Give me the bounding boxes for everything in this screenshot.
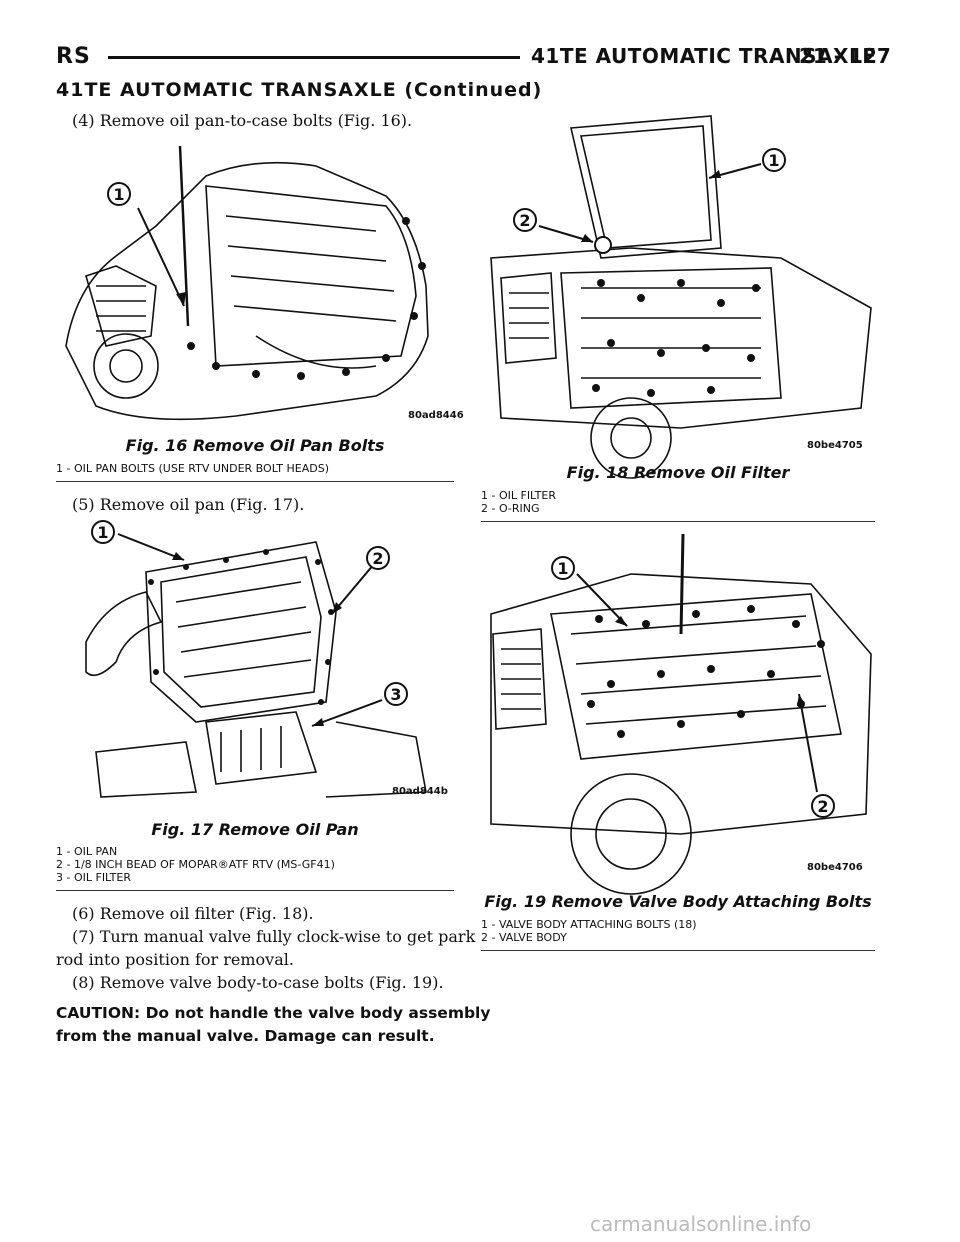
figure-17-legend-3: 3 - OIL FILTER (56, 871, 131, 884)
header-title: 41TE AUTOMATIC TRANSAXLE (531, 44, 877, 68)
fig18-callout-2: 2 (519, 211, 530, 230)
figure-19-legend-2: 2 - VALVE BODY (481, 931, 567, 944)
figure-17-legend-1: 1 - OIL PAN (56, 845, 118, 858)
section-title: 41TE AUTOMATIC TRANSAXLE (Continued) (56, 79, 543, 101)
header-rule (108, 56, 520, 59)
figure-17-illustration: 1 2 3 80ad844b (56, 520, 454, 804)
caution-line-1: CAUTION: Do not handle the valve body as… (56, 1004, 491, 1022)
figure-18-rule (481, 521, 875, 522)
figure-19-rule (481, 950, 875, 951)
figure-16-legend-1: 1 - OIL PAN BOLTS (USE RTV UNDER BOLT HE… (56, 462, 330, 475)
figure-19-illustration: 1 2 80be4706 (481, 533, 875, 895)
step-8: (8) Remove valve body-to-case bolts (Fig… (72, 973, 444, 992)
figure-19-title: Fig. 19 Remove Valve Body Attaching Bolt… (484, 892, 872, 911)
figure-16-rule (56, 481, 454, 482)
figure-16-title: Fig. 16 Remove Oil Pan Bolts (125, 436, 385, 455)
fig17-callout-1: 1 (97, 523, 108, 542)
figure-18-legend-2: 2 - O-RING (481, 502, 540, 515)
caution-line-2: from the manual valve. Damage can result… (56, 1027, 435, 1045)
step-5: (5) Remove oil pan (Fig. 17). (72, 495, 305, 514)
fig18-callout-1: 1 (768, 151, 779, 170)
fig17-code: 80ad844b (392, 786, 448, 797)
figure-18-illustration: 1 2 80be4705 (481, 108, 875, 479)
figure-18-legend-1: 1 - OIL FILTER (481, 489, 556, 502)
figure-18-title: Fig. 18 Remove Oil Filter (566, 463, 790, 482)
step-4: (4) Remove oil pan-to-case bolts (Fig. 1… (72, 111, 413, 130)
fig17-callout-3: 3 (390, 685, 401, 704)
fig19-callout-1: 1 (557, 559, 568, 578)
figure-17-rule (56, 890, 454, 891)
fig19-code: 80be4706 (807, 862, 863, 873)
fig17-callout-2: 2 (372, 549, 383, 568)
figure-16-illustration: 1 80ad8446 (56, 136, 464, 432)
fig19-callout-2: 2 (817, 797, 828, 816)
header-page-number: 21 - 127 (799, 44, 891, 68)
fig16-code: 80ad8446 (408, 410, 464, 421)
step-6: (6) Remove oil filter (Fig. 18). (72, 904, 314, 923)
header-section-code: RS (56, 44, 91, 69)
step-7-line-2: rod into position for removal. (56, 950, 294, 969)
figure-19-legend-1: 1 - VALVE BODY ATTACHING BOLTS (18) (481, 918, 697, 931)
step-7-line-1: (7) Turn manual valve fully clock-wise t… (72, 927, 476, 946)
fig16-callout-1: 1 (113, 185, 124, 204)
watermark: carmanualsonline.info (590, 1212, 812, 1236)
figure-17-legend-2: 2 - 1/8 INCH BEAD OF MOPAR®ATF RTV (MS-G… (56, 858, 335, 871)
figure-17-title: Fig. 17 Remove Oil Pan (151, 820, 359, 839)
fig18-code: 80be4705 (807, 440, 863, 451)
